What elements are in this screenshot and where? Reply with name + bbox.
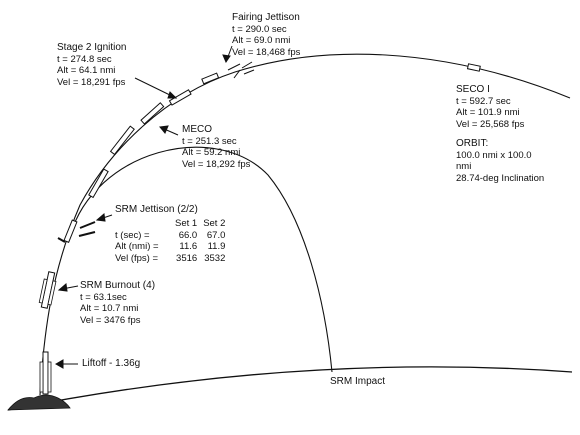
seco-title: SECO I xyxy=(456,84,490,95)
srm-impact-arc xyxy=(69,146,333,373)
srm-impact-label: SRM Impact xyxy=(330,376,386,387)
stage2-vel: Vel = 18,291 fps xyxy=(57,76,126,88)
orbit-line3: 28.74-deg Inclination xyxy=(456,172,545,184)
rocket-liftoff-icon xyxy=(7,351,71,411)
orbit-label: ORBIT: 100.0 nmi x 100.0 nmi 28.74-deg I… xyxy=(456,138,544,184)
stage2-time: t = 274.8 sec xyxy=(57,53,112,65)
liftoff-label: Liftoff - 1.36g xyxy=(82,358,141,369)
rocket-stage2-icon xyxy=(168,89,192,106)
seco-stage-icon xyxy=(466,63,481,72)
earth-surface xyxy=(7,366,573,411)
stage2-alt: Alt = 64.1 nmi xyxy=(57,65,116,76)
meco-alt: Alt = 59.2 nmi xyxy=(182,147,241,158)
table-header-row: Set 1 Set 2 xyxy=(115,218,231,230)
table-row: Vel (fps) = 3516 3532 xyxy=(115,253,231,265)
set1-value: 11.6 xyxy=(179,241,198,252)
set2-value: 3532 xyxy=(204,252,226,264)
stage2-title: Stage 2 Ignition xyxy=(57,42,127,53)
row-label: Alt (nmi) = xyxy=(115,241,159,252)
rocket-burnout-icon xyxy=(38,271,57,309)
orbit-line2: nmi xyxy=(456,161,472,172)
set1-value: 3516 xyxy=(176,252,198,264)
seco-vel: Vel = 25,568 fps xyxy=(456,118,525,130)
row-label: Vel (fps) = xyxy=(115,252,159,264)
row-label: t (sec) = xyxy=(115,229,150,241)
srm-jettison-table: Set 1 Set 2 t (sec) = 66.0 67.0 Alt (nmi… xyxy=(115,218,231,264)
rocket-fairing-icon xyxy=(201,61,255,85)
table-row: t (sec) = 66.0 67.0 xyxy=(115,230,231,242)
table-header: Set 1 xyxy=(175,218,198,229)
meco-time: t = 251.3 sec xyxy=(182,135,237,147)
jettison-title: SRM Jettison (2/2) xyxy=(115,204,198,215)
meco-vel: Vel = 18,292 fps xyxy=(182,158,251,170)
table-row: Alt (nmi) = 11.6 11.9 xyxy=(115,241,231,253)
set1-value: 66.0 xyxy=(178,229,198,241)
fairing-time: t = 290.0 sec xyxy=(232,23,287,35)
seco-alt: Alt = 101.9 nmi xyxy=(456,107,520,118)
meco-label: MECO t = 251.3 sec Alt = 59.2 nmi Vel = … xyxy=(182,124,250,170)
table-header: Set 2 xyxy=(203,218,226,229)
meco-title: MECO xyxy=(182,124,212,135)
orbit-line1: 100.0 nmi x 100.0 xyxy=(456,149,532,161)
rocket-jettison-icon xyxy=(57,219,96,243)
seco-label: SECO I t = 592.7 sec Alt = 101.9 nmi Vel… xyxy=(456,84,524,130)
table-header xyxy=(115,218,175,230)
burnout-alt: Alt = 10.7 nmi xyxy=(80,303,139,314)
fairing-alt: Alt = 69.0 nmi xyxy=(232,35,291,46)
set2-value: 11.9 xyxy=(207,241,226,252)
stage2-ignition-label: Stage 2 Ignition t = 274.8 sec Alt = 64.… xyxy=(57,42,127,88)
leader-arrows xyxy=(54,45,233,369)
burnout-time: t = 63.1sec xyxy=(80,291,127,303)
burnout-vel: Vel = 3476 fps xyxy=(80,314,141,326)
set2-value: 67.0 xyxy=(206,229,226,241)
srm-burnout-label: SRM Burnout (4) t = 63.1sec Alt = 10.7 n… xyxy=(80,280,155,326)
seco-time: t = 592.7 sec xyxy=(456,95,511,107)
srm-jettison-table-wrap: Set 1 Set 2 t (sec) = 66.0 67.0 Alt (nmi… xyxy=(115,218,231,264)
fairing-vel: Vel = 18,468 fps xyxy=(232,46,301,58)
fairing-title: Fairing Jettison xyxy=(232,12,300,23)
burnout-title: SRM Burnout (4) xyxy=(80,280,156,291)
rocket-midflight-icon xyxy=(88,102,165,199)
orbit-title: ORBIT: xyxy=(456,138,489,149)
fairing-jettison-label: Fairing Jettison t = 290.0 sec Alt = 69.… xyxy=(232,12,300,58)
srm-jettison-label: SRM Jettison (2/2) xyxy=(115,204,198,216)
